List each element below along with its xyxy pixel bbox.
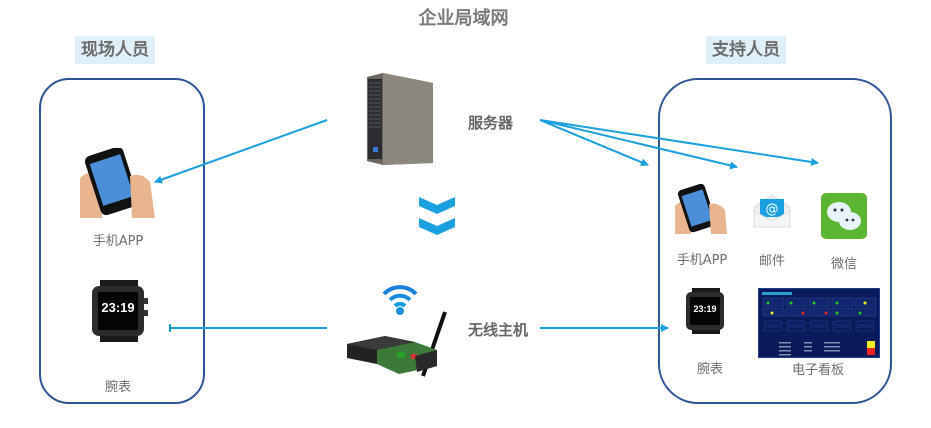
svg-text:23:19: 23:19 xyxy=(101,300,134,315)
svg-text:@: @ xyxy=(766,202,779,217)
field-smartphone-icon xyxy=(80,146,155,218)
support-smartwatch-icon: 23:19 xyxy=(685,288,727,334)
server-icon xyxy=(365,73,435,165)
svg-text:23:19: 23:19 xyxy=(693,304,716,314)
wechat-label: 微信 xyxy=(830,257,857,272)
field-watch-label: 腕表 xyxy=(104,380,131,395)
field-smartwatch-icon: 23:19 xyxy=(90,280,150,342)
wechat-icon xyxy=(821,193,867,239)
support-smartphone-icon xyxy=(675,183,727,234)
server-label: 服务器 xyxy=(468,114,514,132)
field-phone-label: 手机APP xyxy=(92,234,144,249)
support-phone-label: 手机APP xyxy=(676,253,728,268)
field-staff-label: 现场人员 xyxy=(75,36,155,64)
gateway-label: 无线主机 xyxy=(468,321,529,339)
support-watch-label: 腕表 xyxy=(696,362,723,377)
wifi-icon xyxy=(380,280,420,316)
double-chevron-down-icon xyxy=(419,197,455,235)
arrow-server-to-email xyxy=(539,119,738,170)
arrow-server-to-wechat xyxy=(539,119,819,166)
field-staff-box xyxy=(39,78,205,404)
dashboard-icon xyxy=(758,288,880,358)
support-staff-box xyxy=(658,78,892,404)
support-staff-label: 支持人员 xyxy=(706,36,786,64)
email-label: 邮件 xyxy=(758,254,785,269)
dashboard-label: 电子看板 xyxy=(791,363,844,378)
email-icon: @ xyxy=(752,193,792,229)
diagram-title: 企业局域网 xyxy=(418,8,509,29)
arrow-server-to-support-phone xyxy=(539,119,649,166)
arrow-server-to-field-phone xyxy=(154,119,328,184)
wireless-gateway-icon xyxy=(345,308,450,378)
